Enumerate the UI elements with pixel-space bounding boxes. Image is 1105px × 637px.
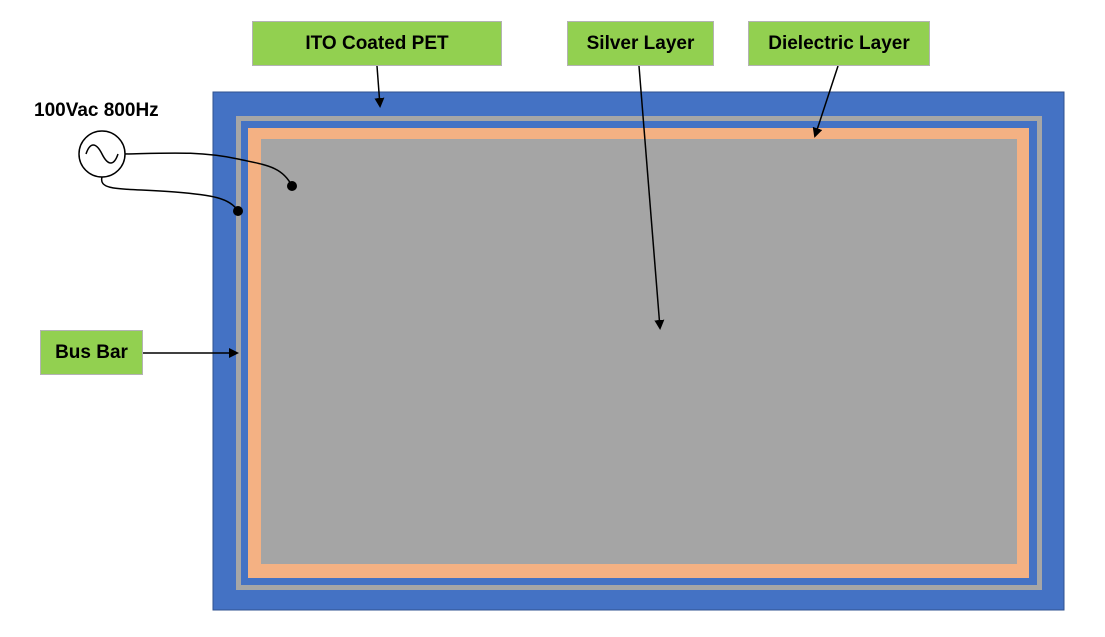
arrow-ito <box>374 65 385 108</box>
wire-to-bus-bar <box>100 176 239 212</box>
connection-dot-bus-bar <box>233 206 243 216</box>
silver-layer-label: Silver Layer <box>567 21 714 66</box>
arrow-silver <box>638 65 665 330</box>
arrow-dielectric <box>812 65 839 138</box>
bus-bar-label: Bus Bar <box>40 330 143 375</box>
connection-dot-silver <box>287 181 297 191</box>
dielectric-layer-label: Dielectric Layer <box>748 21 930 66</box>
ac-source-icon <box>78 130 126 178</box>
source-voltage-label: 100Vac 800Hz <box>34 100 159 121</box>
ito-coated-pet-label: ITO Coated PET <box>252 21 502 66</box>
silver-layer <box>261 139 1017 564</box>
wire-to-silver <box>124 152 293 187</box>
